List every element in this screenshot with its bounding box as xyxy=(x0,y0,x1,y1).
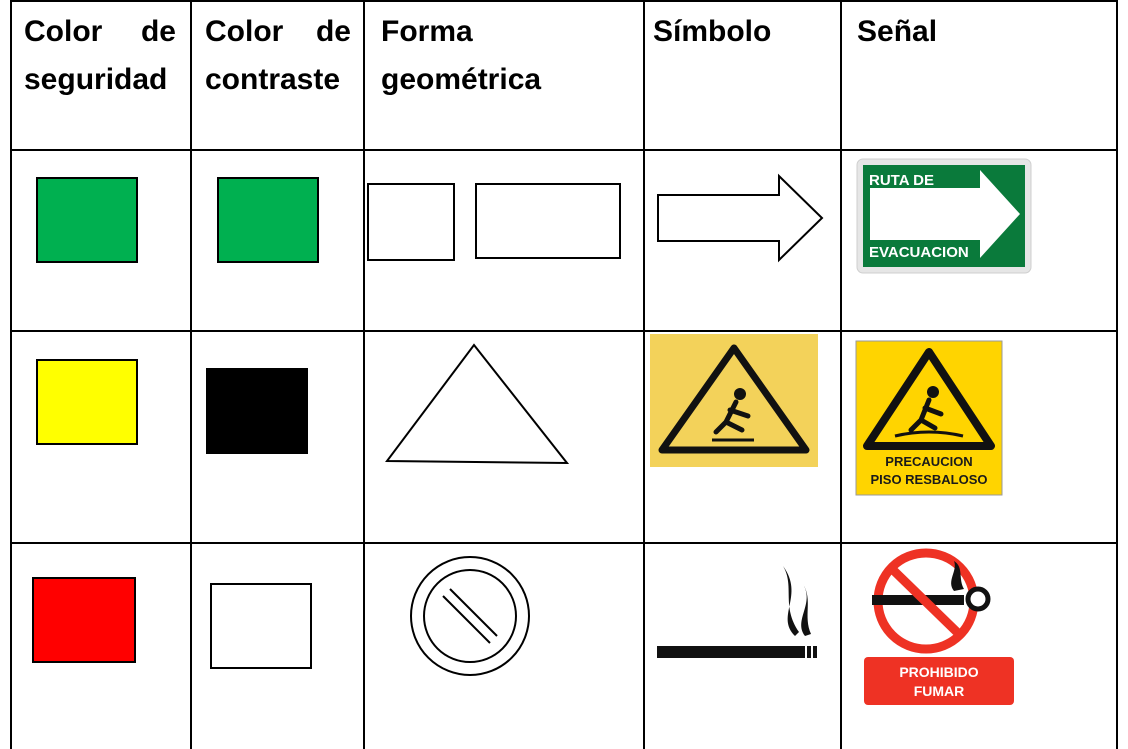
safety-color-swatch xyxy=(32,577,136,663)
sign-text-top: PROHIBIDO xyxy=(899,664,978,680)
slippery-floor-sign-icon: PRECAUCION PISO RESBALOSO xyxy=(855,340,1003,496)
header-text: Color xyxy=(205,15,284,48)
header-text: geométrica xyxy=(381,63,542,96)
row-divider xyxy=(10,542,1118,544)
sign-text-bottom: EVACUACION xyxy=(869,244,969,261)
column-divider xyxy=(840,0,842,749)
header-geometric-shape: Forma geométrica xyxy=(381,8,541,104)
column-divider xyxy=(190,0,192,749)
header-text: de xyxy=(315,15,351,48)
header-text: Forma xyxy=(381,15,473,48)
no-smoking-sign-icon: PROHIBIDO FUMAR xyxy=(864,548,1014,705)
row-divider xyxy=(10,330,1118,332)
header-sign: Señal xyxy=(857,8,937,56)
square-and-rectangle-icon xyxy=(367,183,621,261)
safety-color-swatch xyxy=(36,359,138,445)
contrast-color-swatch xyxy=(217,177,319,263)
evacuation-route-sign-icon: RUTA DE EVACUACION xyxy=(856,158,1032,274)
prohibition-circle-icon xyxy=(410,556,530,676)
header-text: contraste xyxy=(205,63,341,96)
triangle-icon xyxy=(385,343,570,465)
header-text: de xyxy=(140,15,176,48)
row-divider xyxy=(10,149,1118,151)
cigarette-smoke-icon xyxy=(657,566,817,658)
header-text: Señal xyxy=(857,15,938,48)
column-divider xyxy=(363,0,365,749)
arrow-right-icon xyxy=(657,173,824,263)
contrast-color-swatch xyxy=(206,368,308,454)
sign-text-bottom: PISO RESBALOSO xyxy=(870,472,987,487)
contrast-color-swatch xyxy=(210,583,312,669)
header-safety-color: Color de seguridad xyxy=(24,8,176,104)
table-border-left xyxy=(10,0,12,749)
slippery-floor-warning-icon xyxy=(650,334,818,467)
header-text: seguridad xyxy=(24,63,168,96)
header-symbol: Símbolo xyxy=(653,8,771,56)
header-text: Color xyxy=(24,15,103,48)
sign-text-top: PRECAUCION xyxy=(885,454,972,469)
table-border-right xyxy=(1116,0,1118,749)
safety-color-swatch xyxy=(36,177,138,263)
sign-text-bottom: FUMAR xyxy=(914,683,965,699)
row-divider xyxy=(10,0,1118,2)
header-text: Símbolo xyxy=(653,15,772,48)
sign-text-top: RUTA DE xyxy=(869,172,934,189)
column-divider xyxy=(643,0,645,749)
